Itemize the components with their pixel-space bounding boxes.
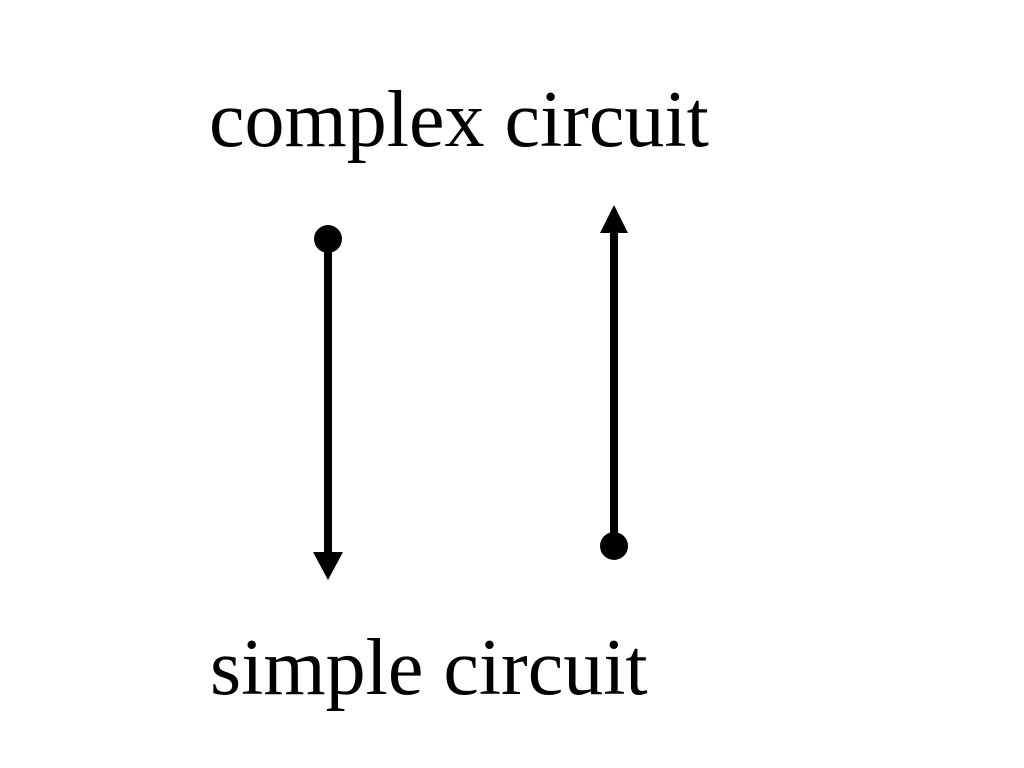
upward-arrow	[600, 205, 628, 560]
upward-arrow-head	[600, 205, 628, 233]
downward-arrow-head	[313, 552, 343, 580]
upward-arrow-start-dot	[600, 532, 628, 560]
downward-arrow	[313, 225, 343, 580]
complex-circuit-label: complex circuit	[209, 76, 709, 164]
simple-circuit-label: simple circuit	[210, 624, 648, 712]
